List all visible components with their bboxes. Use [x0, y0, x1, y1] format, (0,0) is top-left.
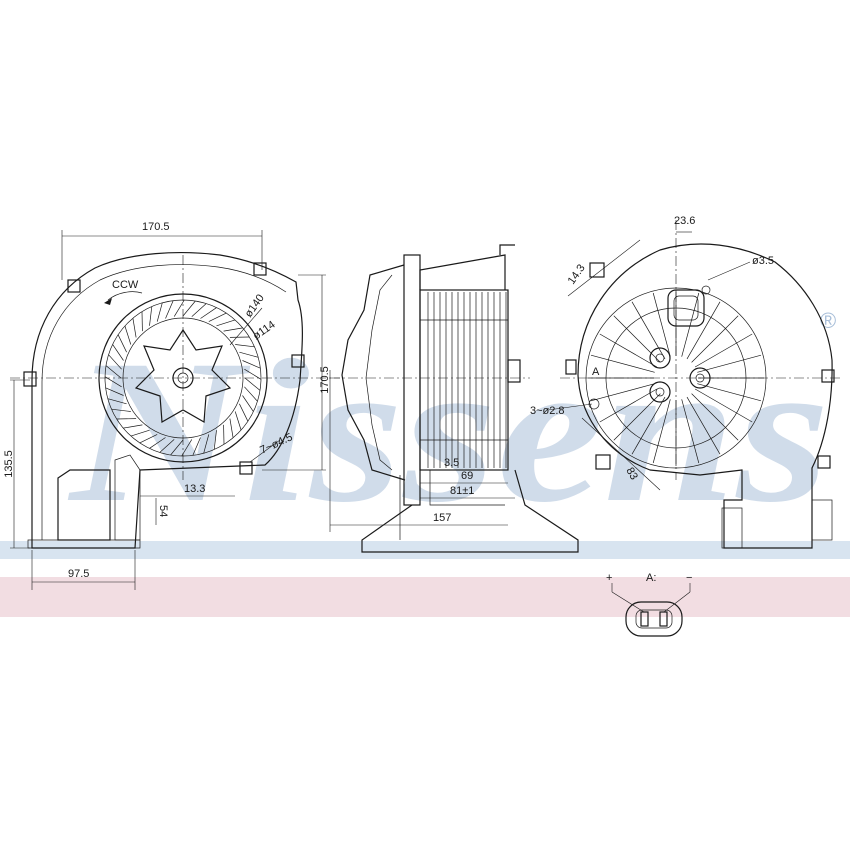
connector-minus: −	[686, 572, 692, 584]
watermark-text: Nissens	[68, 318, 830, 545]
dim-overall: 157	[433, 512, 451, 524]
registered-mark: ®	[820, 308, 836, 333]
label-a: A	[592, 366, 600, 378]
dim-hole: ø3.5	[752, 255, 774, 267]
dim-height-right: 170.5	[319, 366, 331, 394]
rotation-label: CCW	[112, 279, 139, 291]
dim-b: 69	[461, 470, 473, 482]
dim-angle-top: 23.6	[674, 215, 695, 227]
connector-label: A:	[646, 572, 656, 584]
dim-a: 3.5	[444, 457, 459, 469]
dim-height-left: 135.5	[3, 450, 15, 478]
connector-plus: +	[606, 572, 612, 584]
dim-screws: 3~ø2.8	[530, 405, 565, 417]
dim-outer-diameter: ø140	[243, 292, 267, 319]
dim-base-width: 97.5	[68, 568, 89, 580]
dim-width-top: 170.5	[142, 221, 170, 233]
dim-offset: 13.3	[184, 483, 205, 495]
dim-c: 81±1	[450, 485, 474, 497]
pink-band	[0, 577, 850, 617]
dim-small-vertical: 54	[157, 505, 169, 517]
